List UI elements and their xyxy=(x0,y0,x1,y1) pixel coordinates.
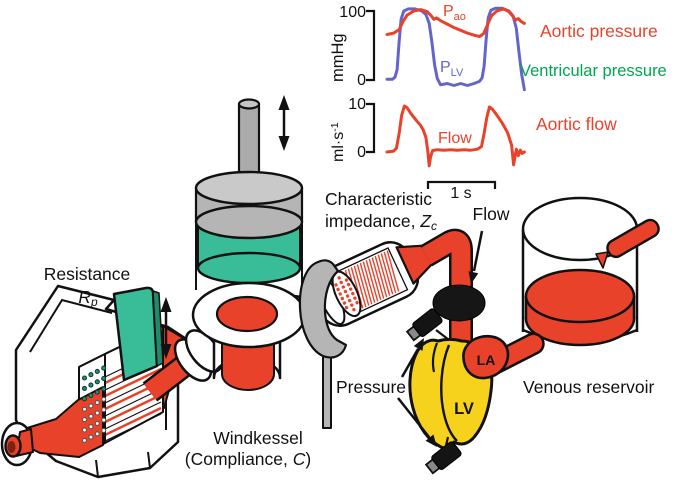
windkessel-fluid-surface xyxy=(215,295,279,333)
outlet-tube-bore xyxy=(7,441,16,453)
ventricular-pressure-legend: Ventricular pressure xyxy=(520,62,667,80)
resistance-symbol: Rp xyxy=(78,287,98,309)
reservoir-fluid xyxy=(524,268,636,347)
pao-trace-label: Pao xyxy=(443,3,466,23)
reservoir-label: Venous reservoir xyxy=(523,377,654,397)
arrowhead-up xyxy=(160,297,172,312)
pressure-annotation-arrow-upper xyxy=(400,338,424,378)
flow-annotation-label: Flow xyxy=(473,204,510,224)
plv-trace-label: PLV xyxy=(440,59,464,79)
stand-clamp xyxy=(298,259,348,359)
pressure-sensor-lower xyxy=(424,441,462,475)
stand-rod xyxy=(322,351,332,429)
windkessel-unit xyxy=(191,95,336,391)
flow-probe-ring xyxy=(432,284,486,322)
arrowhead-up xyxy=(278,95,290,110)
pressure-tick-0: 0 xyxy=(357,72,366,89)
venous-reservoir xyxy=(521,196,660,347)
heart-crease-upper xyxy=(431,342,439,373)
flow-y-axis-unit: ml·s-1 xyxy=(329,122,347,162)
piston-motion-arrow xyxy=(278,95,290,151)
sensor-body xyxy=(412,308,443,337)
aorta-tube xyxy=(419,228,473,350)
resistance-label: Resistance xyxy=(44,264,131,284)
aortic-pressure-legend: Aortic pressure xyxy=(540,21,658,41)
sensor-body xyxy=(431,441,462,470)
impedance-bundle-dots xyxy=(334,276,359,312)
aortic-flow-trace xyxy=(385,104,526,168)
windkessel-label-line2: (Compliance, C) xyxy=(185,449,311,469)
la-label: LA xyxy=(477,352,496,368)
impedance-stand xyxy=(298,259,348,429)
aortic-pressure-trace xyxy=(385,7,526,38)
pressure-tick-100: 100 xyxy=(339,4,366,21)
pressure-sensor-upper xyxy=(405,308,443,342)
impedance-unit xyxy=(311,241,436,327)
flow-chart: ml·s-1 10 0 Flow Aortic flow 1 s xyxy=(329,96,617,202)
pressure-annotation-label: Pressure xyxy=(336,377,406,397)
arrowhead-down xyxy=(160,344,172,359)
flow-annotation-arrow xyxy=(468,230,484,284)
pressure-axis-bracket xyxy=(366,9,376,82)
arrowhead xyxy=(468,271,479,284)
windkessel-label-line1: Windkessel xyxy=(213,428,302,448)
resistance-tube-dots xyxy=(81,365,107,443)
left-atrium xyxy=(462,335,510,380)
aortic-flow-legend: Aortic flow xyxy=(536,114,617,134)
time-scale-label: 1 s xyxy=(450,185,471,202)
heart-crease-main xyxy=(440,344,458,442)
gate-valve-motion-arrow xyxy=(160,297,172,359)
pressure-chart: mmHg 100 0 Pao PLV Aortic pressure Ventr… xyxy=(329,3,667,92)
heart: LA LV xyxy=(405,308,510,475)
resistance-unit xyxy=(0,284,199,479)
piston-plate xyxy=(194,170,304,240)
arrowhead xyxy=(413,338,424,351)
flow-axis-bracket xyxy=(366,102,376,154)
arrowhead xyxy=(425,434,437,447)
arrowhead-down xyxy=(278,136,290,151)
impedance-label-line2: impedance, Zc xyxy=(325,211,437,233)
flow-tick-10: 10 xyxy=(348,96,366,113)
flow-tick-0: 0 xyxy=(357,144,366,161)
pressure-annotation-arrow-lower xyxy=(397,397,437,447)
pressure-y-axis-unit: mmHg xyxy=(329,33,347,82)
reservoir-drip xyxy=(595,251,609,269)
reservoir-inlet-tube xyxy=(606,218,660,259)
gate-valve-edge xyxy=(152,290,164,367)
flow-trace-label: Flow xyxy=(438,130,472,147)
time-scale-bar xyxy=(426,180,497,189)
impedance-label-line1: Characteristic xyxy=(325,189,432,209)
lv-label: LV xyxy=(454,400,474,418)
